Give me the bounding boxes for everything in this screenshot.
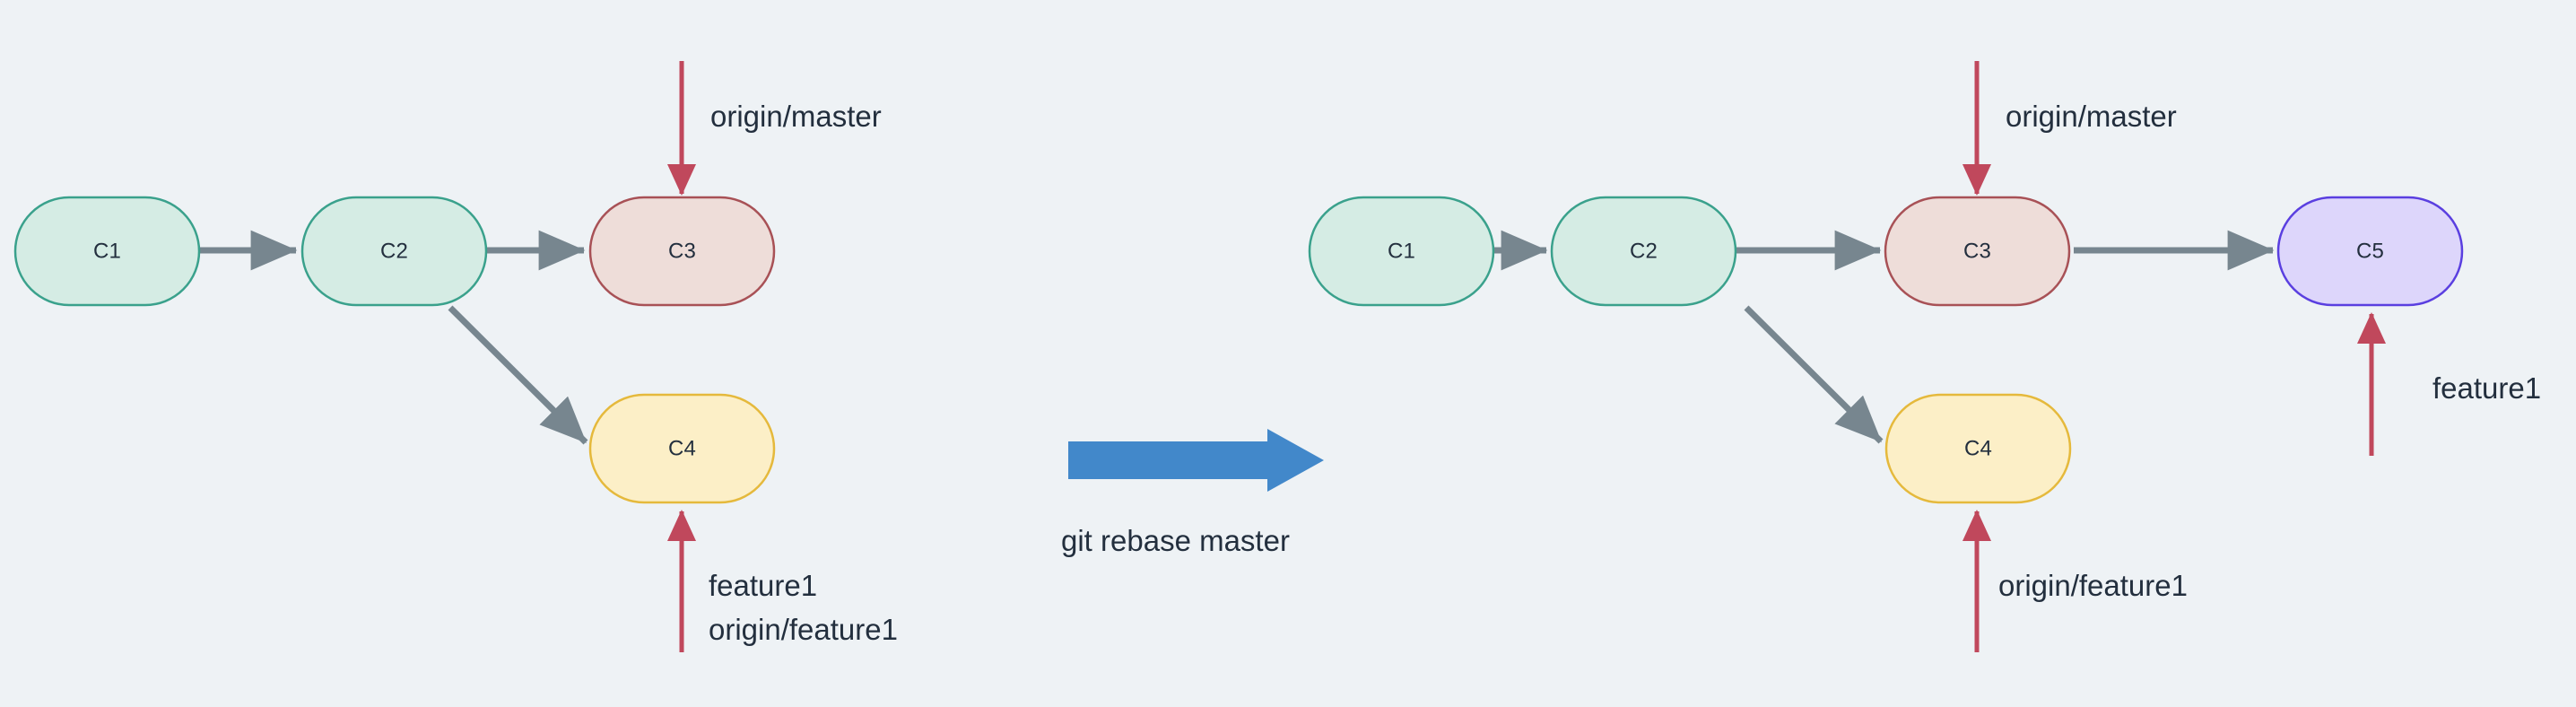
commit-shape-c1 <box>13 196 201 307</box>
commit-label-c4: C4 <box>668 436 696 460</box>
branch-label-origin-master-after: origin/master <box>2006 100 2177 133</box>
commit-shape-c1-after <box>1308 196 1495 307</box>
commit-shape-c5-after <box>2276 196 2464 307</box>
commit-label-c4-after: C4 <box>1964 436 1992 460</box>
commit-node-c2-after[interactable]: C2 <box>1550 196 1737 307</box>
commit-node-c1[interactable]: C1 <box>13 196 201 307</box>
commit-shape-c3-after <box>1884 196 2071 307</box>
commit-label-c2: C2 <box>380 239 408 263</box>
after-rebase-graph: C1 C2 C3 C4 C5 origin/master <box>1308 61 2541 652</box>
edge2-c2-c4 <box>1744 305 1884 444</box>
commit-label-c2-after: C2 <box>1630 239 1658 263</box>
before-rebase-graph: C1 C2 C3 C4 origin/master feature1 origi… <box>13 61 898 652</box>
branch-label-origin-master: origin/master <box>710 100 882 133</box>
branch-label-origin-feature1-after: origin/feature1 <box>1998 569 2188 602</box>
commit-node-c4[interactable]: C4 <box>588 393 776 504</box>
commit-node-c5-after[interactable]: C5 <box>2276 196 2464 307</box>
branch-label-feature1: feature1 <box>709 569 817 602</box>
edge-c2-c4 <box>448 305 588 445</box>
commit-label-c3: C3 <box>668 239 696 263</box>
commit-label-c1-after: C1 <box>1388 239 1415 263</box>
commit-shape-c4 <box>588 393 776 504</box>
commit-node-c3-after[interactable]: C3 <box>1884 196 2071 307</box>
right-arrow-icon <box>1068 429 1324 492</box>
branch-label-feature1-after: feature1 <box>2432 371 2541 405</box>
commit-shape-c2-after <box>1550 196 1737 307</box>
commit-label-c3-after: C3 <box>1963 239 1991 263</box>
rebase-command-label: git rebase master <box>1061 524 1290 557</box>
commit-label-c1: C1 <box>93 239 121 263</box>
commit-node-c3[interactable]: C3 <box>588 196 776 307</box>
commit-label-c5-after: C5 <box>2356 239 2384 263</box>
commit-node-c2[interactable]: C2 <box>300 196 488 307</box>
commit-node-c1-after[interactable]: C1 <box>1308 196 1495 307</box>
commit-shape-c4-after <box>1884 393 2072 504</box>
rebase-operation: git rebase master <box>1061 429 1324 557</box>
branch-label-origin-feature1: origin/feature1 <box>709 613 898 646</box>
commit-node-c4-after[interactable]: C4 <box>1884 393 2072 504</box>
commit-shape-c3 <box>588 196 776 307</box>
commit-shape-c2 <box>300 196 488 307</box>
